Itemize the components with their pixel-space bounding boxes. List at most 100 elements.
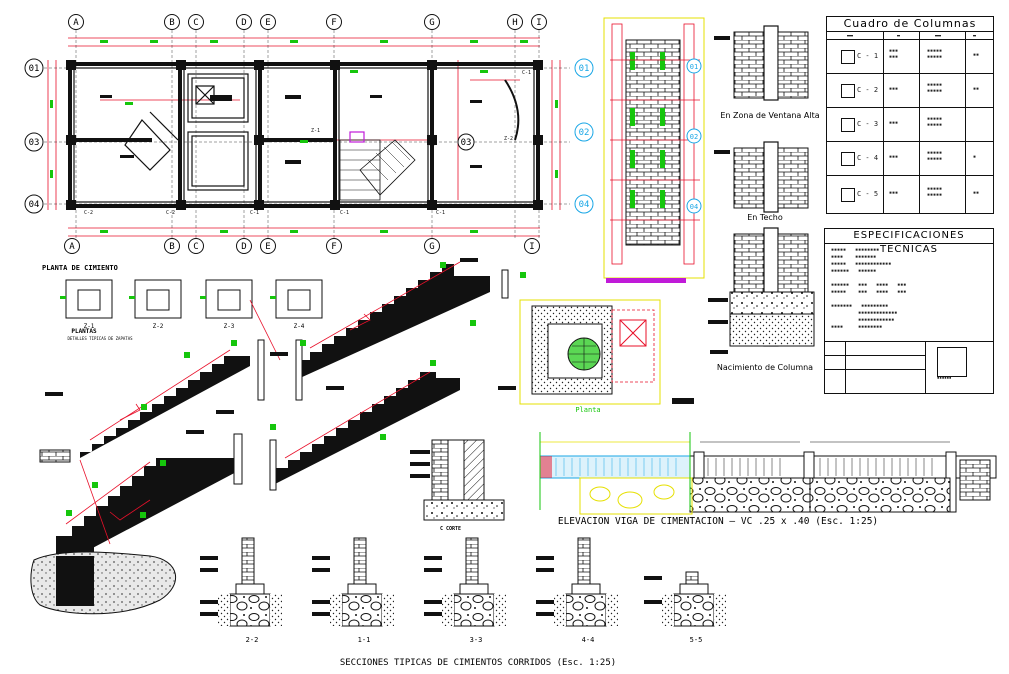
tag-z1: Z-1 <box>311 128 320 134</box>
plan-axis-bubbles-side: 01 03 04 01 02 04 03 <box>24 58 594 214</box>
elev-axis-bubble-2: 04 <box>686 198 702 214</box>
axis-bubble-right-2: 04 <box>574 194 594 214</box>
svg-text:G: G <box>429 18 434 28</box>
columns-table-row-4: C - 5 ▪▪▪▪▪▪▪▪▪▪▪▪▪▪▪ <box>827 175 993 214</box>
axis-bubble-top-2: C <box>188 14 204 30</box>
section-label-4: 5-5 <box>690 636 703 644</box>
section-label-1: 1-1 <box>358 636 371 644</box>
axis-bubble-bottom-2: C <box>188 238 204 254</box>
section-c-label: C CORTE <box>440 526 461 532</box>
section-2-2: 2-2 <box>200 537 282 644</box>
columns-table-row-2: C - 3 ▪▪▪▪▪▪▪▪▪▪▪▪▪ <box>827 107 993 142</box>
svg-text:A: A <box>69 242 75 252</box>
label-window-zone: En Zona de Ventana Alta <box>720 111 819 120</box>
svg-text:04: 04 <box>29 200 40 210</box>
stair-sections <box>30 258 526 615</box>
axis-bubble-bottom-0: A <box>64 238 80 254</box>
axis-bubble-top-6: G <box>424 14 440 30</box>
section-1-1: 1-1 <box>312 537 394 644</box>
elev-axis-bubble-0: 01 <box>686 58 702 74</box>
axis-bubble-top-4: E <box>260 14 276 30</box>
svg-text:C: C <box>193 242 198 252</box>
axis-bubble-left-0: 01 <box>24 58 44 78</box>
tag-c4: C-4 <box>244 62 253 68</box>
axis-bubble-bottom-7: I <box>524 238 540 254</box>
wall-elevation-detail: 01 02 04 <box>603 17 705 283</box>
svg-text:03: 03 <box>29 138 40 148</box>
beam-elevation: ELEVACION VIGA DE CIMENTACION — VC .25 x… <box>539 432 997 527</box>
axis-bubble-bottom-3: D <box>236 238 252 254</box>
specs-body: ▪▪▪▪▪ ▪▪▪▪▪▪▪▪▪▪▪▪ ▪▪▪▪▪▪▪▪▪▪▪▪ ▪▪▪▪▪▪▪▪… <box>831 247 907 330</box>
svg-text:02: 02 <box>579 128 590 138</box>
axis-bubble-top-8: I <box>531 14 547 30</box>
small-section: C CORTE <box>410 439 505 532</box>
axis-bubble-right-1: 02 <box>574 122 594 142</box>
axis-bubble-right-0: 01 <box>574 58 594 78</box>
section-label-0: 2-2 <box>246 636 259 644</box>
columns-table-title: Cuadro de Columnas <box>827 17 993 32</box>
footing-z3: Z-3 <box>224 323 235 330</box>
svg-text:01: 01 <box>690 63 698 71</box>
foundation-plan <box>44 30 570 240</box>
svg-text:E: E <box>265 242 270 252</box>
foundation-sections: 2-2 1-1 3-3 4-4 <box>200 537 726 668</box>
section-label-3: 4-4 <box>582 636 595 644</box>
section-3-3: 3-3 <box>424 537 506 644</box>
svg-text:F: F <box>331 242 336 252</box>
axis-bubble-top-1: B <box>164 14 180 30</box>
tag-c1-a: C-1 <box>250 210 259 216</box>
svg-text:H: H <box>512 18 517 28</box>
tag-c1-d: C-1 <box>522 70 531 76</box>
footing-z1: Z-1 <box>84 323 95 330</box>
tag-c2-a: C-2 <box>84 210 93 216</box>
footing-details: PLANTA DE CIMIENTO Z-1 Z-2 Z-3 Z-4 PLANT… <box>42 264 323 341</box>
section-4-4: 4-4 <box>536 537 618 644</box>
svg-text:01: 01 <box>579 64 590 74</box>
columns-table: Cuadro de Columnas ▬▬▬▬▬▬ C - 1 ▪▪▪▪▪▪▪▪… <box>826 16 994 214</box>
footing-z4: Z-4 <box>294 323 305 330</box>
section-5-5: 5-5 <box>644 571 726 644</box>
sections-title: SECCIONES TIPICAS DE CIMIENTOS CORRIDOS … <box>340 658 616 668</box>
plan-detail: Planta <box>519 299 694 414</box>
svg-text:I: I <box>529 242 534 252</box>
columns-table-row-0: C - 1 ▪▪▪▪▪▪▪▪▪▪▪▪▪▪▪▪▪▪ <box>827 39 993 74</box>
tag-c1-c: C-1 <box>436 210 445 216</box>
section-label-2: 3-3 <box>470 636 483 644</box>
axis-bubble-left-2: 04 <box>24 194 44 214</box>
svg-text:04: 04 <box>579 200 590 210</box>
plan-axis-bubbles-bottom: A B C D E F G I <box>64 238 540 254</box>
axis-bubble-bottom-5: F <box>326 238 342 254</box>
footing-title: PLANTA DE CIMIENTO <box>42 264 118 272</box>
beam-elevation-title: ELEVACION VIGA DE CIMENTACION — VC .25 x… <box>558 516 878 527</box>
wall-column-details: En Zona de Ventana Alta En Techo Nacimie… <box>708 25 820 372</box>
label-ceiling: En Techo <box>747 213 783 222</box>
axis-bubble-top-0: A <box>68 14 84 30</box>
tag-c2-b: C-2 <box>166 210 175 216</box>
tag-c1-b: C-1 <box>340 210 349 216</box>
svg-text:E: E <box>265 18 270 28</box>
svg-text:D: D <box>241 242 246 252</box>
columns-table-row-1: C - 2 ▪▪▪▪▪▪▪▪▪▪▪▪▪▪▪ <box>827 73 993 108</box>
label-column-base: Nacimiento de Columna <box>717 363 813 372</box>
elev-axis-bubble-1: 02 <box>686 128 702 144</box>
svg-text:B: B <box>169 242 174 252</box>
svg-text:G: G <box>429 242 434 252</box>
footing-subtitle: PLANTAS <box>71 328 97 335</box>
footing-z2: Z-2 <box>153 323 164 330</box>
tag-z2: Z-2 <box>504 136 513 142</box>
svg-text:02: 02 <box>690 133 698 141</box>
plan-element-tags: C-2 C-2 C-1 C-1 C-1 C-1 C-3 C-4 Z-1 Z-2 <box>84 62 531 216</box>
axis-bubble-inner: 03 <box>457 133 475 151</box>
columns-table-row-3: C - 4 ▪▪▪▪▪▪▪▪▪▪▪▪▪▪ <box>827 141 993 176</box>
svg-text:F: F <box>331 18 336 28</box>
specs-table: ESPECIFICACIONES TECNICAS ▪▪▪▪▪ ▪▪▪▪▪▪▪▪… <box>824 228 994 394</box>
axis-bubble-bottom-4: E <box>260 238 276 254</box>
svg-text:04: 04 <box>690 203 698 211</box>
tag-c3: C-3 <box>160 62 169 68</box>
svg-text:01: 01 <box>29 64 40 74</box>
svg-text:03: 03 <box>461 138 472 148</box>
specs-title: ESPECIFICACIONES TECNICAS <box>825 229 993 255</box>
footing-note: DETALLES TIPICAS DE ZAPATAS <box>67 336 133 341</box>
svg-text:I: I <box>536 18 541 28</box>
